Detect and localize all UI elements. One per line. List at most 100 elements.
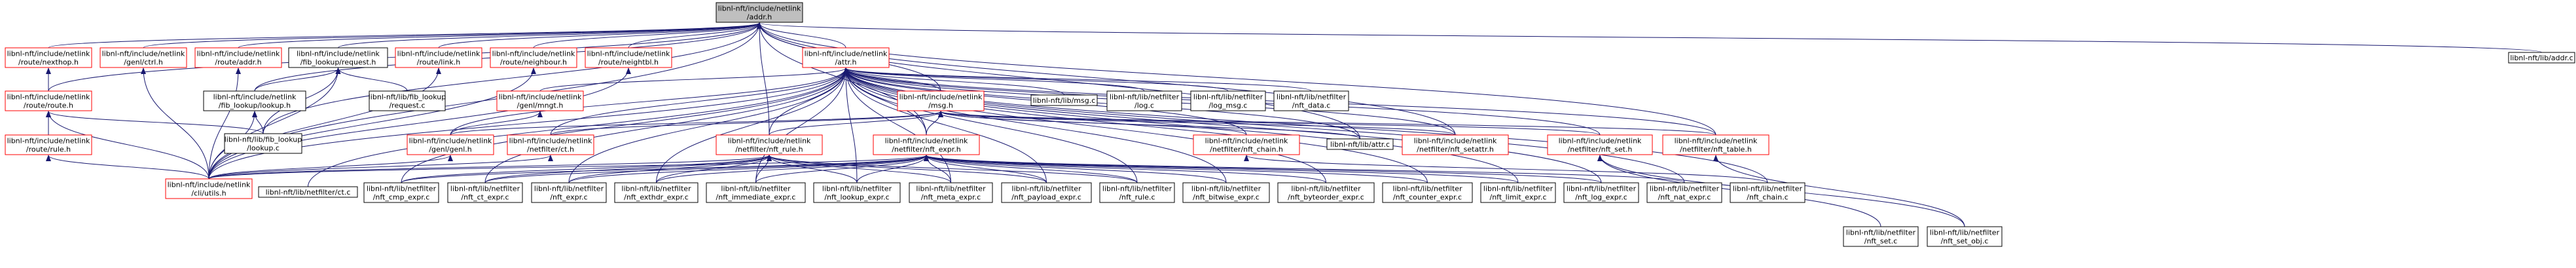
node-setobjc[interactable]: libnl-nft/lib/netfilter/nft_set_obj.c bbox=[1927, 226, 2003, 247]
node-bitwiseexpr[interactable]: libnl-nft/lib/netfilter/nft_bitwise_expr… bbox=[1182, 182, 1270, 203]
node-chainc[interactable]: libnl-nft/lib/netfilter/nft_chain.c bbox=[1730, 182, 1805, 203]
node-payloadexpr[interactable]: libnl-nft/lib/netfilter/nft_payload_expr… bbox=[1001, 182, 1092, 203]
node-logmsgc[interactable]: libnl-nft/lib/netfilter/log_msg.c bbox=[1190, 90, 1266, 111]
node-box bbox=[5, 134, 92, 155]
edge-natexpr-to-nftexprh bbox=[924, 155, 1685, 183]
node-label-line: libnl-nft/lib/netfilter/ct.c bbox=[266, 188, 351, 197]
node-request[interactable]: libnl-nft/include/netlink/fib_lookup/req… bbox=[288, 47, 388, 68]
node-nftexprh[interactable]: libnl-nft/include/netlink/netfilter/nft_… bbox=[873, 134, 980, 155]
node-label-line: libnl-nft/include/netlink bbox=[409, 137, 492, 145]
node-natexpr[interactable]: libnl-nft/lib/netfilter/nft_nat_expr.c bbox=[1646, 182, 1722, 203]
node-label-line: libnl-nft/lib/attr.c bbox=[1330, 140, 1390, 149]
edge-rulec-to-nftruleh bbox=[767, 155, 1138, 183]
node-nftdatac[interactable]: libnl-nft/lib/netfilter/nft_data.c bbox=[1273, 90, 1349, 111]
node-label-line: /addr.h bbox=[747, 13, 772, 22]
node-box bbox=[706, 182, 806, 203]
node-nftseth[interactable]: libnl-nft/include/netlink/netfilter/nft_… bbox=[1547, 134, 1653, 155]
edge-setobjc-to-nfttableh bbox=[1713, 155, 1965, 227]
edge-exthdrexpr-to-nftruleh bbox=[656, 155, 772, 183]
node-neightbl[interactable]: libnl-nft/include/netlink/route/neightbl… bbox=[585, 47, 672, 68]
node-msgh[interactable]: libnl-nft/include/netlink/msg.h bbox=[897, 90, 985, 111]
node-label-line: libnl-nft/include/netlink bbox=[492, 50, 575, 58]
edge-lookupexpr-to-nftruleh bbox=[767, 155, 858, 183]
node-exprc[interactable]: libnl-nft/lib/netfilter/nft_expr.c bbox=[531, 182, 607, 203]
node-label-line: libnl-nft/lib/netfilter bbox=[1650, 185, 1720, 193]
edge-lookupc-to-root bbox=[263, 22, 762, 134]
node-ctc[interactable]: libnl-nft/lib/netfilter/ct.c bbox=[258, 186, 358, 198]
node-rulec[interactable]: libnl-nft/lib/netfilter/nft_rule.c bbox=[1099, 182, 1175, 203]
edge-exprc-to-attr bbox=[568, 67, 848, 183]
node-label-line: /msg.h bbox=[928, 102, 953, 110]
node-lookupexpr[interactable]: libnl-nft/lib/netfilter/nft_lookup_expr.… bbox=[813, 182, 901, 203]
node-utilsh[interactable]: libnl-nft/include/netlink/cli/utils.h bbox=[165, 178, 253, 199]
node-setattrh[interactable]: libnl-nft/include/netlink/netfilter/nft_… bbox=[1402, 134, 1509, 155]
node-genlctrl[interactable]: libnl-nft/include/netlink/genl/ctrl.h bbox=[100, 47, 187, 68]
node-label-line: /log_msg.c bbox=[1209, 102, 1248, 110]
node-immexpr[interactable]: libnl-nft/lib/netfilter/nft_immediate_ex… bbox=[706, 182, 806, 203]
node-logc[interactable]: libnl-nft/lib/netfilter/log.c bbox=[1106, 90, 1182, 111]
node-box bbox=[5, 90, 92, 111]
edge-counterexpr-to-attr bbox=[843, 67, 1428, 183]
node-nexthop[interactable]: libnl-nft/include/netlink/route/nexthop.… bbox=[5, 47, 92, 68]
edge-counterexpr-to-nftexprh bbox=[924, 155, 1428, 183]
edge-natexpr-to-attr bbox=[843, 67, 1685, 183]
edge-metaexpr-to-attr bbox=[843, 67, 951, 183]
node-lookuph[interactable]: libnl-nft/include/netlink/fib_lookup/loo… bbox=[203, 90, 306, 111]
node-genlh[interactable]: libnl-nft/include/netlink/genl/genl.h bbox=[407, 134, 494, 155]
edge-nftruleh-to-attr bbox=[769, 67, 848, 136]
node-label-line: libnl-nft/lib/netfilter bbox=[1291, 185, 1361, 193]
node-nfttableh[interactable]: libnl-nft/include/netlink/netfilter/nft_… bbox=[1662, 134, 1769, 155]
edge-cth-to-attr bbox=[550, 67, 848, 136]
node-requestc[interactable]: libnl-nft/lib/fib_lookup/request.c bbox=[369, 90, 446, 111]
node-limitexpr[interactable]: libnl-nft/lib/netfilter/nft_limit_expr.c bbox=[1480, 182, 1556, 203]
node-routelink[interactable]: libnl-nft/include/netlink/route/link.h bbox=[395, 47, 482, 68]
node-nftchainh[interactable]: libnl-nft/include/netlink/netfilter/nft_… bbox=[1193, 134, 1300, 155]
node-neighbour[interactable]: libnl-nft/include/netlink/route/neighbou… bbox=[490, 47, 577, 68]
edge-ctexpr-to-nftruleh bbox=[484, 155, 772, 183]
node-cmpexpr[interactable]: libnl-nft/lib/netfilter/nft_cmp_expr.c bbox=[363, 182, 439, 203]
node-label-line: libnl-nft/lib/netfilter bbox=[1277, 93, 1347, 102]
node-lookupc[interactable]: libnl-nft/lib/fib_lookup/lookup.c bbox=[224, 133, 302, 154]
node-ctexpr[interactable]: libnl-nft/lib/netfilter/nft_ct_expr.c bbox=[447, 182, 523, 203]
node-routeaddr[interactable]: libnl-nft/include/netlink/route/addr.h bbox=[194, 47, 282, 68]
node-label-line: /nft_rule.c bbox=[1119, 193, 1155, 202]
edge-lookupexpr-to-nftexprh bbox=[856, 155, 929, 183]
node-box bbox=[1190, 90, 1266, 111]
node-box bbox=[1646, 182, 1722, 203]
node-logexpr[interactable]: libnl-nft/lib/netfilter/nft_log_expr.c bbox=[1563, 182, 1639, 203]
node-setc[interactable]: libnl-nft/lib/netfilter/nft_set.c bbox=[1843, 226, 1919, 247]
node-box bbox=[1730, 182, 1805, 203]
node-ruleh[interactable]: libnl-nft/include/netlink/route/rule.h bbox=[5, 134, 92, 155]
node-nftruleh[interactable]: libnl-nft/include/netlink/netfilter/nft_… bbox=[716, 134, 823, 155]
node-box bbox=[395, 47, 482, 68]
node-msgc[interactable]: libnl-nft/lib/msg.c bbox=[1030, 94, 1098, 106]
node-label-line: libnl-nft/lib/netfilter bbox=[1191, 185, 1261, 193]
edge-routelink-to-root bbox=[438, 22, 762, 48]
node-box bbox=[897, 90, 985, 111]
node-label-line: libnl-nft/lib/netfilter bbox=[367, 185, 437, 193]
node-label-line: /attr.h bbox=[835, 58, 856, 67]
node-metaexpr[interactable]: libnl-nft/lib/netfilter/nft_meta_expr.c bbox=[909, 182, 993, 203]
edge-nfttableh-to-msgh bbox=[938, 111, 1716, 136]
node-label-line: libnl-nft/include/netlink bbox=[899, 93, 983, 102]
node-byteorderexpr[interactable]: libnl-nft/lib/netfilter/nft_byteorder_ex… bbox=[1277, 182, 1375, 203]
node-root[interactable]: libnl-nft/include/netlink/addr.h bbox=[716, 2, 803, 23]
node-libaddr[interactable]: libnl-nft/lib/addr.c bbox=[2508, 52, 2575, 64]
node-exthdrexpr[interactable]: libnl-nft/lib/netfilter/nft_exthdr_expr.… bbox=[614, 182, 698, 203]
node-attr[interactable]: libnl-nft/include/netlink/attr.h bbox=[802, 47, 890, 68]
node-label-line: libnl-nft/include/netlink bbox=[509, 137, 592, 145]
edge-exthdrexpr-to-attr bbox=[656, 67, 848, 183]
node-label-line: /nft_cmp_expr.c bbox=[373, 193, 430, 202]
node-label-line: /netfilter/nft_table.h bbox=[1680, 145, 1752, 154]
node-mngt[interactable]: libnl-nft/include/netlink/genl/mngt.h bbox=[496, 90, 584, 111]
node-label-line: libnl-nft/lib/msg.c bbox=[1033, 96, 1096, 105]
node-attrc[interactable]: libnl-nft/lib/attr.c bbox=[1326, 138, 1394, 150]
node-cth[interactable]: libnl-nft/include/netlink/netfilter/ct.h bbox=[507, 134, 594, 155]
node-label-line: libnl-nft/lib/netfilter bbox=[1392, 185, 1462, 193]
node-label-line: /nft_lookup_expr.c bbox=[824, 193, 889, 202]
node-routeh[interactable]: libnl-nft/include/netlink/route/route.h bbox=[5, 90, 92, 111]
node-label-line: libnl-nft/lib/netfilter bbox=[721, 185, 791, 193]
node-label-line: libnl-nft/include/netlink bbox=[168, 181, 251, 189]
node-counterexpr[interactable]: libnl-nft/lib/netfilter/nft_counter_expr… bbox=[1382, 182, 1473, 203]
